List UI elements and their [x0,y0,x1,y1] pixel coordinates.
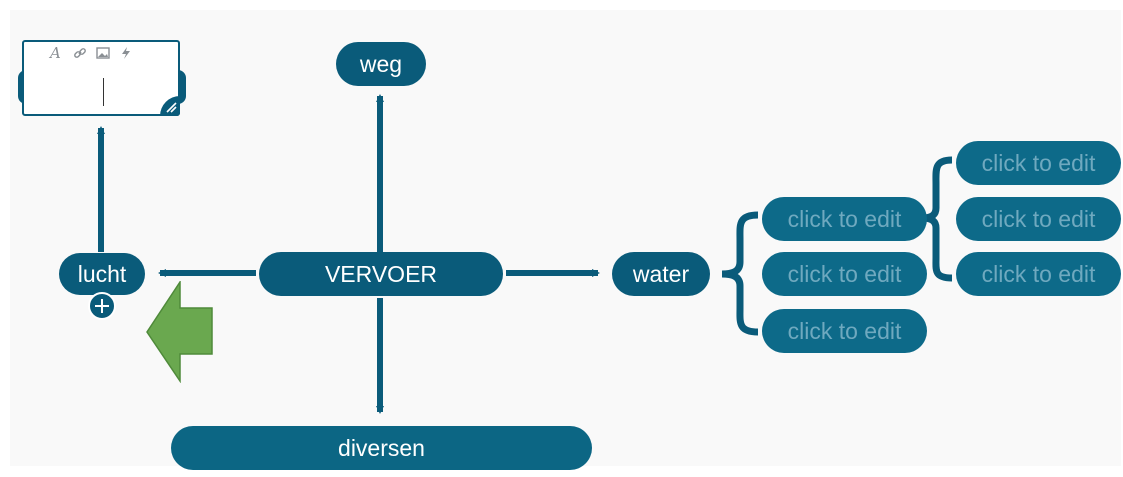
editor-toolbar: A [50,44,133,62]
resize-handle-icon[interactable] [160,96,180,116]
node-water[interactable]: water [612,252,710,296]
node-text-editor[interactable]: A [22,40,180,116]
node-placeholder[interactable]: click to edit [956,197,1121,241]
text-caret [103,78,104,106]
image-icon[interactable] [96,46,110,60]
node-placeholder[interactable]: click to edit [762,309,927,353]
node-weg[interactable]: weg [336,42,426,86]
node-lucht[interactable]: lucht [59,253,145,295]
node-placeholder[interactable]: click to edit [762,197,927,241]
brace-water [721,211,759,336]
add-child-button[interactable] [88,292,116,320]
green-left-arrow-icon [146,281,213,383]
node-placeholder[interactable]: click to edit [762,252,927,296]
node-placeholder[interactable]: click to edit [956,252,1121,296]
node-diversen[interactable]: diversen [171,426,592,470]
lightning-icon[interactable] [119,46,133,60]
node-central-vervoer[interactable]: VERVOER [259,252,503,296]
font-icon[interactable]: A [50,44,61,62]
link-icon[interactable] [73,46,87,60]
node-placeholder[interactable]: click to edit [956,141,1121,185]
editor-node-right-edge [178,70,186,104]
